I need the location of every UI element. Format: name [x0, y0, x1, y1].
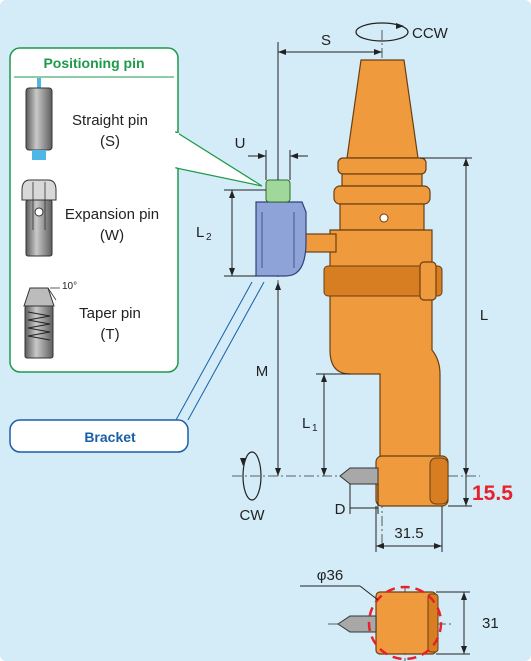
bottom-view-head: [375, 591, 437, 655]
bracket-part: [255, 179, 307, 277]
dim-l2-label: L: [196, 224, 204, 241]
positioning-pin: [265, 179, 291, 203]
dim-s-label: S: [321, 32, 331, 49]
drive-key-slot: [379, 213, 389, 223]
expansion-pin-icon: [21, 179, 57, 257]
expansion-pin-label: Expansion pin: [65, 206, 159, 223]
dim-u-label: U: [235, 135, 246, 152]
angle-head-cap: [429, 457, 449, 505]
bracket-label: Bracket: [84, 429, 136, 445]
bottom-view: φ36 31: [300, 567, 499, 661]
dim-offset: 15.5: [448, 476, 513, 507]
ccw-label: CCW: [412, 25, 449, 42]
flange-ring-1: [337, 157, 427, 175]
expansion-pin-code: (W): [100, 227, 124, 244]
positioning-pin-card: Positioning pin Straight pin (S) Expansi…: [9, 47, 263, 373]
pin-card-title: Positioning pin: [43, 55, 144, 71]
dim-l1-label: L: [302, 415, 310, 432]
bracket-label-box: [9, 419, 189, 453]
dim-l1-sub: 1: [312, 423, 318, 434]
straight-pin-icon: [25, 78, 53, 160]
bracket-callout: Bracket: [9, 281, 265, 453]
callout-join: [173, 133, 179, 167]
taper-pin-label: Taper pin: [79, 305, 141, 322]
dim-height-label: 31: [482, 615, 499, 632]
taper-pin-icon: [23, 287, 60, 359]
bracket-block: [255, 201, 307, 277]
taper-pin-code: (T): [100, 326, 119, 343]
dim-u: U: [235, 135, 308, 180]
tool-holder-body: [295, 59, 449, 507]
straight-pin-label: Straight pin: [72, 112, 148, 129]
dim-l: L: [420, 157, 488, 476]
taper-angle-label: 10°: [62, 281, 77, 292]
dim-l2-sub: 2: [206, 232, 212, 243]
dim-m: M: [256, 282, 281, 476]
dim-diameter-label: φ36: [317, 567, 343, 584]
dim-width: 31.5: [375, 506, 443, 552]
flange-ring-2: [333, 185, 431, 205]
dim-d: D: [335, 484, 379, 518]
dim-s: S: [277, 32, 382, 180]
dim-m-label: M: [256, 363, 269, 380]
dim-d-label: D: [335, 501, 346, 518]
flange-neck: [341, 173, 423, 187]
dim-l2: L 2: [196, 189, 266, 277]
stop-ring: [323, 265, 443, 297]
ccw-rotation-icon: CCW: [355, 22, 449, 42]
cutting-tool: [339, 467, 379, 485]
bottom-view-tool: [337, 615, 377, 633]
straight-pin-code: (S): [100, 133, 120, 150]
dim-l-label: L: [480, 307, 488, 324]
dim-width-label: 31.5: [394, 525, 423, 542]
cw-label: CW: [240, 507, 266, 524]
diameter-highlight-circle: [367, 585, 443, 661]
dim-offset-label: 15.5: [472, 482, 513, 505]
dim-l1: L 1: [302, 373, 350, 476]
stop-block: [419, 261, 437, 301]
bottom-view-cap: [427, 593, 439, 653]
cw-rotation-icon: CW: [240, 451, 266, 524]
